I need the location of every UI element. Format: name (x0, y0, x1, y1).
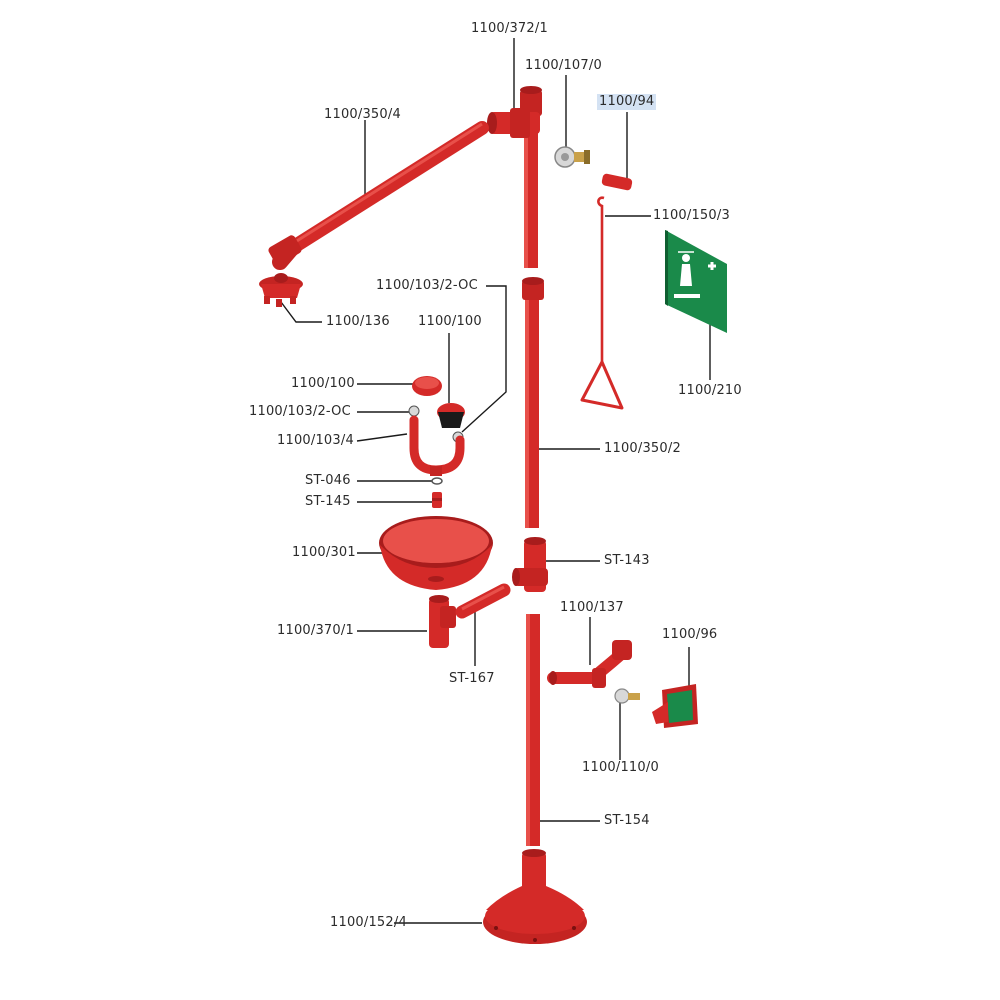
tee-part (512, 537, 548, 592)
label-1100-110-0: 1100/110/0 (582, 760, 659, 775)
manifold-part (547, 640, 632, 688)
label-1100-137: 1100/137 (560, 600, 624, 615)
leader-1100-103-2-oc-top (461, 285, 507, 433)
connector-part (601, 173, 633, 191)
label-1100-100-top: 1100/100 (418, 314, 482, 329)
label-1100-370-1: 1100/370/1 (277, 623, 354, 638)
label-1100-301: 1100/301 (292, 545, 356, 560)
bracket-part (652, 684, 698, 728)
shower-head-part (259, 273, 303, 307)
label-st-046: ST-046 (305, 473, 351, 488)
nipple-part (432, 492, 442, 508)
shower-arm-part (268, 121, 489, 270)
label-1100-96: 1100/96 (662, 627, 718, 642)
eyewash-assembly-part (408, 376, 465, 476)
elbow-part (429, 595, 456, 648)
label-1100-94: 1100/94 (597, 94, 657, 110)
pull-rod-part (580, 196, 624, 410)
valve-part (554, 146, 590, 168)
base-part (483, 849, 587, 944)
label-1100-372-1: 1100/372/1 (471, 21, 548, 36)
valve-lower-part (614, 688, 640, 704)
bowl-part (379, 516, 493, 590)
upper-pipe-part (520, 86, 542, 268)
label-1100-350-4: 1100/350/4 (324, 107, 401, 122)
leader-1100-103-4 (356, 433, 408, 442)
label-1100-107-0: 1100/107/0 (525, 58, 602, 73)
label-1100-100-left: 1100/100 (291, 376, 355, 391)
label-1100-152-4: 1100/152/4 (330, 915, 407, 930)
lower-pipe-part (526, 614, 540, 846)
horizontal-pipe-part (455, 583, 511, 619)
washer-part (431, 477, 443, 485)
middle-pipe-part (522, 277, 544, 528)
safety-sign-part (665, 230, 727, 333)
label-st-145: ST-145 (305, 494, 351, 509)
label-1100-150-3: 1100/150/3 (653, 208, 730, 223)
label-1100-103-4: 1100/103/4 (277, 433, 354, 448)
leader-1100-136 (280, 301, 322, 323)
label-1100-136: 1100/136 (326, 314, 390, 329)
t-fitting-part (487, 108, 540, 138)
label-1100-103-2-oc-left: 1100/103/2-OC (249, 404, 351, 419)
label-1100-210: 1100/210 (678, 383, 742, 398)
label-st-167: ST-167 (449, 671, 495, 686)
label-1100-103-2-oc-top: 1100/103/2-OC (376, 278, 478, 293)
label-st-143: ST-143 (604, 553, 650, 568)
label-1100-350-2: 1100/350/2 (604, 441, 681, 456)
label-st-154: ST-154 (604, 813, 650, 828)
leader-lines (280, 38, 711, 924)
